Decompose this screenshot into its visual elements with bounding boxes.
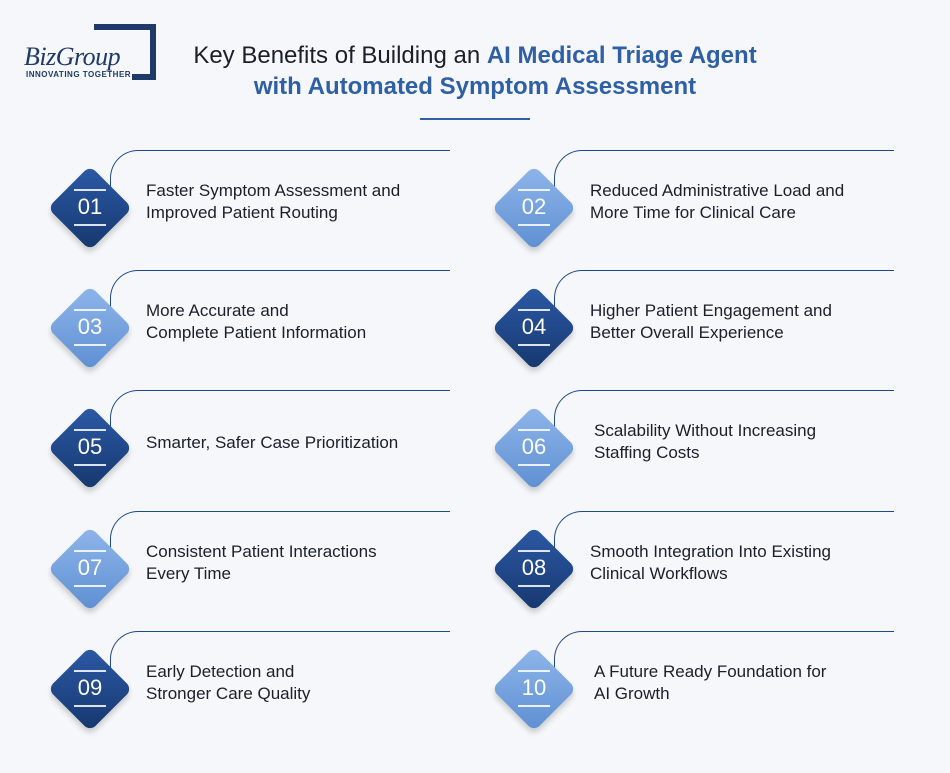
logo-frame-shape [94, 24, 156, 80]
number-badge: 07 [46, 525, 134, 613]
benefit-number: 06 [521, 434, 547, 459]
benefit-label-line1: Reduced Administrative Load and [590, 181, 845, 200]
benefit-item-07: 07 Consistent Patient Interactions Every… [46, 511, 486, 613]
benefit-label: Early Detection and Stronger Care Qualit… [146, 661, 476, 705]
connector-arc [110, 150, 450, 208]
badge-line-top [518, 550, 550, 552]
benefit-number: 09 [77, 675, 103, 700]
benefit-label-line2: AI Growth [594, 684, 670, 703]
benefit-label-line2: Complete Patient Information [146, 323, 367, 342]
badge-line-bottom [74, 344, 106, 346]
connector-arc [110, 631, 450, 689]
logo-frame-corner [132, 68, 156, 80]
benefit-label-line2: Stronger Care Quality [146, 684, 311, 703]
connector-arc [554, 631, 894, 689]
badge-line-top [74, 189, 106, 191]
benefit-item-05: 05 Smarter, Safer Case Prioritization [46, 390, 486, 492]
connector-arc [110, 270, 450, 328]
benefit-item-08: 08 Smooth Integration Into Existing Clin… [490, 511, 930, 613]
number-badge: 06 [490, 404, 578, 492]
benefit-number: 05 [77, 434, 103, 459]
connector-arc [554, 511, 894, 569]
badge-line-top [74, 550, 106, 552]
benefit-label: More Accurate and Complete Patient Infor… [146, 300, 476, 344]
benefit-label: Smarter, Safer Case Prioritization [146, 432, 476, 454]
benefit-item-03: 03 More Accurate and Complete Patient In… [46, 270, 486, 372]
badge-line-top [518, 670, 550, 672]
benefit-label-line1: More Accurate and [146, 301, 289, 320]
benefit-item-02: 02 Reduced Administrative Load and More … [490, 150, 930, 252]
benefit-label: Smooth Integration Into Existing Clinica… [590, 541, 920, 585]
badge-line-bottom [74, 224, 106, 226]
connector-arc [110, 511, 450, 569]
benefit-number: 04 [521, 314, 547, 339]
number-badge: 10 [490, 645, 578, 733]
badge-line-top [74, 309, 106, 311]
badge-line-bottom [518, 224, 550, 226]
number-badge: 05 [46, 404, 134, 492]
benefit-label: Higher Patient Engagement and Better Ove… [590, 300, 920, 344]
badge-line-bottom [74, 464, 106, 466]
benefit-label-line2: Better Overall Experience [590, 323, 784, 342]
benefit-label-line1: A Future Ready Foundation for [594, 662, 827, 681]
logo-tagline: INNOVATING TOGETHER [26, 70, 132, 79]
badge-line-bottom [74, 705, 106, 707]
title-underline [420, 118, 530, 120]
benefit-label-line2: Every Time [146, 564, 232, 583]
benefit-label: Consistent Patient Interactions Every Ti… [146, 541, 476, 585]
badge-line-bottom [518, 705, 550, 707]
benefit-number: 01 [77, 194, 103, 219]
benefit-item-06: 06 Scalability Without Increasing Staffi… [490, 390, 930, 492]
title-prefix: Key Benefits of Building an [193, 42, 487, 69]
benefit-number: 10 [521, 675, 547, 700]
benefit-label: Faster Symptom Assessment and Improved P… [146, 180, 476, 224]
connector-arc [554, 150, 894, 208]
title-line2: with Automated Symptom Assessment [253, 73, 697, 100]
number-badge: 04 [490, 284, 578, 372]
badge-line-bottom [74, 585, 106, 587]
benefit-label-line1: Smooth Integration Into Existing [590, 542, 831, 561]
benefit-label-line2: More Time for Clinical Care [590, 203, 796, 222]
badge-line-bottom [518, 344, 550, 346]
benefit-label-line1: Higher Patient Engagement and [590, 301, 832, 320]
benefit-number: 08 [521, 555, 547, 580]
benefit-label-line1: Early Detection and [146, 662, 295, 681]
badge-line-top [518, 189, 550, 191]
benefit-label-line1: Scalability Without Increasing [594, 421, 817, 440]
benefit-label-line2: Staffing Costs [594, 443, 700, 462]
badge-line-top [74, 670, 106, 672]
benefit-label-line1: Faster Symptom Assessment and [146, 181, 401, 200]
connector-arc [554, 270, 894, 328]
number-badge: 09 [46, 645, 134, 733]
benefit-number: 03 [77, 314, 103, 339]
benefit-number: 02 [521, 194, 547, 219]
badge-line-bottom [518, 464, 550, 466]
benefit-label: Scalability Without Increasing Staffing … [594, 420, 924, 464]
benefit-label-line1: Consistent Patient Interactions [146, 542, 377, 561]
page-title: Key Benefits of Building an AI Medical T… [180, 40, 770, 102]
connector-arc [554, 390, 894, 448]
benefit-item-09: 09 Early Detection and Stronger Care Qua… [46, 631, 486, 733]
badge-line-top [518, 309, 550, 311]
benefit-label: A Future Ready Foundation for AI Growth [594, 661, 924, 705]
title-highlight: AI Medical Triage Agent [486, 42, 757, 69]
benefit-label-line1: Smarter, Safer Case Prioritization [146, 433, 399, 452]
benefit-item-04: 04 Higher Patient Engagement and Better … [490, 270, 930, 372]
benefit-item-10: 10 A Future Ready Foundation for AI Grow… [490, 631, 930, 733]
badge-line-top [74, 429, 106, 431]
benefit-item-01: 01 Faster Symptom Assessment and Improve… [46, 150, 486, 252]
benefit-label-line2: Clinical Workflows [590, 564, 728, 583]
benefit-number: 07 [77, 555, 103, 580]
connector-arc [110, 390, 450, 448]
badge-line-top [518, 429, 550, 431]
bizgroup-logo: BizGroup INNOVATING TOGETHER [24, 24, 164, 86]
number-badge: 01 [46, 164, 134, 252]
number-badge: 02 [490, 164, 578, 252]
logo-name: BizGroup [24, 42, 123, 72]
number-badge: 03 [46, 284, 134, 372]
benefit-label-line2: Improved Patient Routing [146, 203, 338, 222]
badge-line-bottom [518, 585, 550, 587]
number-badge: 08 [490, 525, 578, 613]
benefit-label: Reduced Administrative Load and More Tim… [590, 180, 920, 224]
